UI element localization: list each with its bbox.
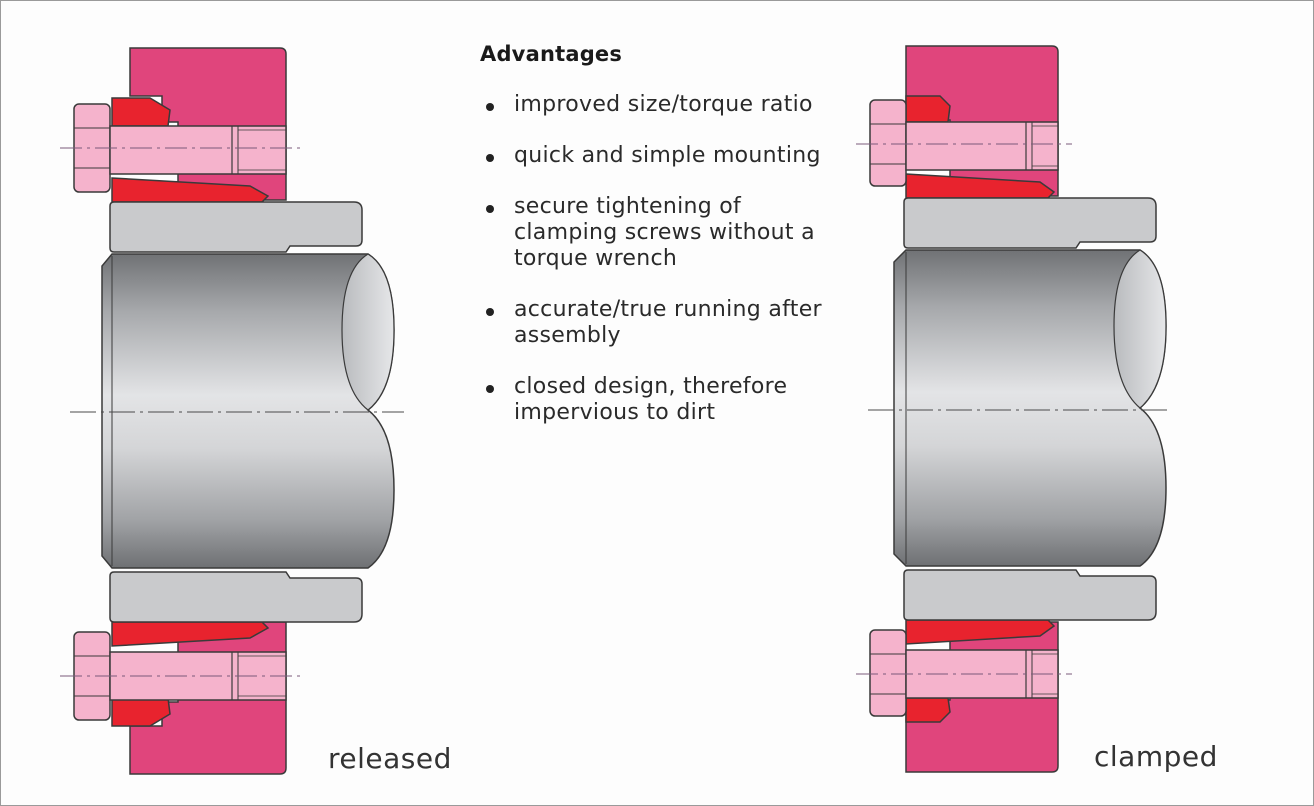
sleeve-upper: [903, 197, 1157, 249]
advantage-item: secure tightening of clamping screws wit…: [484, 194, 884, 272]
taper-ring-upper-inner: [111, 177, 270, 203]
taper-ring-upper-outer: [905, 95, 951, 123]
clamped-label: clamped: [1094, 740, 1218, 773]
screw-shank-upper: [109, 125, 287, 175]
shaft-end-face: [1113, 249, 1167, 409]
advantage-item: accurate/true running after assembly: [484, 297, 884, 349]
taper-ring-upper-outer: [111, 97, 171, 127]
bullet-icon: [486, 205, 494, 213]
bullet-icon: [486, 308, 494, 316]
taper-ring-lower-outer: [905, 697, 951, 723]
screw-shank-upper: [905, 121, 1059, 171]
advantages-title: Advantages: [480, 42, 623, 66]
clamped-assembly: [856, 45, 1168, 773]
bullet-icon: [486, 103, 494, 111]
sleeve-upper: [109, 201, 363, 253]
advantage-item: closed design, therefore impervious to d…: [484, 374, 884, 426]
taper-ring-upper-inner: [905, 173, 1056, 199]
sleeve-lower: [109, 571, 363, 623]
released-assembly: [60, 47, 404, 775]
advantage-item: improved size/torque ratio: [484, 92, 884, 118]
bullet-icon: [486, 385, 494, 393]
sleeve-lower: [903, 569, 1157, 621]
advantage-item: quick and simple mounting: [484, 143, 884, 169]
bullet-icon: [486, 154, 494, 162]
advantages-list: improved size/torque ratio quick and sim…: [484, 92, 884, 451]
released-label: released: [328, 742, 452, 775]
screw-head-lower: [869, 629, 907, 717]
shaft-end-face: [341, 253, 395, 411]
